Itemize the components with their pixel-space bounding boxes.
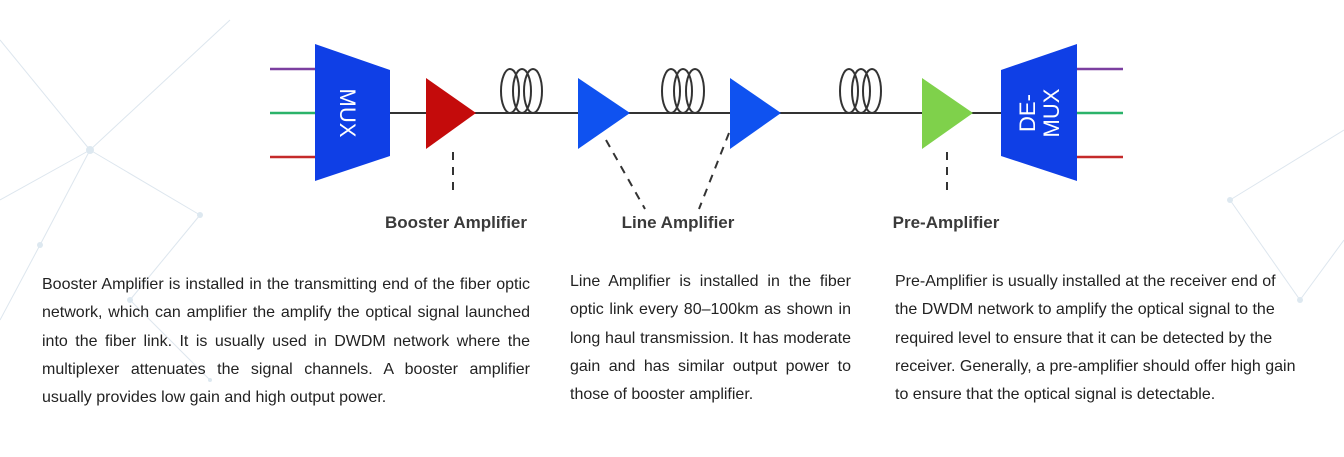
line-amplifier-icon (730, 78, 781, 149)
mux-label: MUX (335, 89, 360, 138)
line-amp-pointer-right (698, 132, 730, 210)
booster-amplifier-icon (426, 78, 476, 149)
demux-label: DE-MUX (1015, 88, 1064, 137)
fiber-coil-icon (661, 68, 705, 114)
line-amp-pointer-left (605, 139, 646, 210)
demux-block (1001, 44, 1077, 181)
booster-amplifier-description: Booster Amplifier is installed in the tr… (42, 276, 530, 407)
line-amplifier-icon (578, 78, 630, 149)
booster-amplifier-label: Booster Amplifier (384, 213, 528, 232)
fiber-coil-icon (500, 68, 543, 114)
line-amplifier-description: Line Amplifier is installed in the fiber… (570, 273, 851, 404)
mux-block (315, 44, 390, 181)
line-amplifier-label: Line Amplifier (621, 213, 735, 232)
pre-amplifier-description: Pre-Amplifier is usually installed at th… (895, 273, 1296, 404)
pre-amplifier-icon (922, 78, 973, 149)
pre-amplifier-label: Pre-Amplifier (892, 213, 1000, 232)
fiber-coil-icon (839, 68, 882, 114)
